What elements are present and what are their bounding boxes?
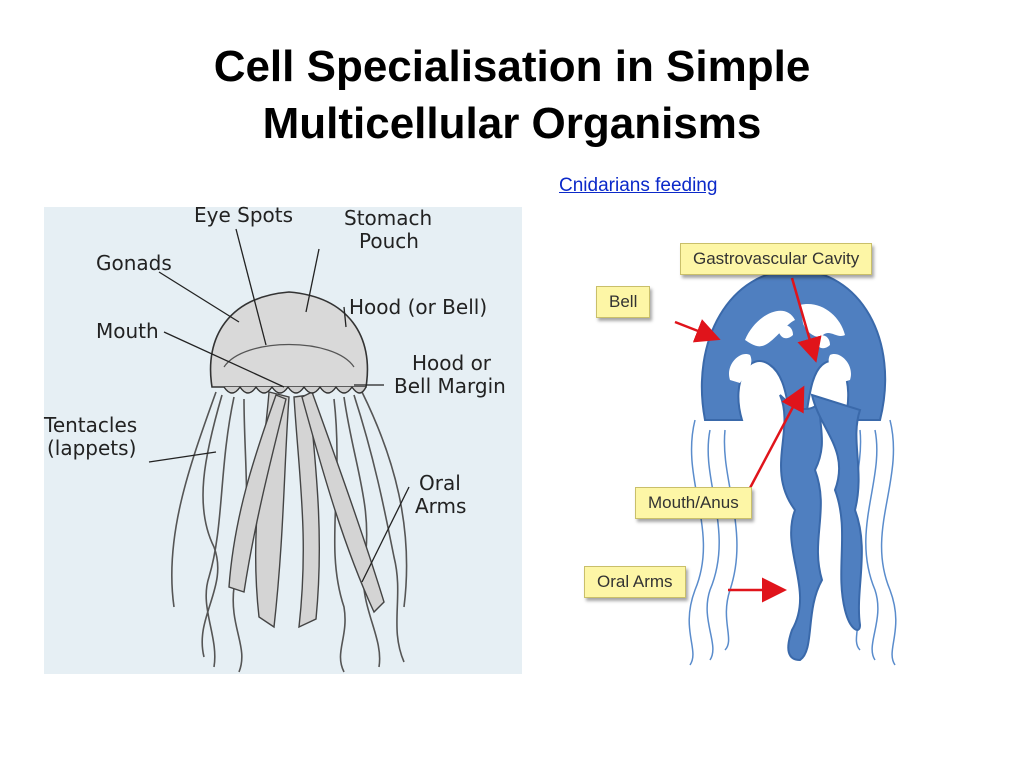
tentacles (688, 419, 897, 666)
gonads-label: Gonads (96, 251, 172, 275)
mouth-label: Mouth (96, 319, 159, 343)
jellyfish-sketch-diagram: Eye Spots Stomach Pouch Gonads Hood (or … (44, 203, 522, 674)
title-line-2: Multicellular Organisms (262, 99, 762, 148)
stomach-pouch-label-1: Stomach (344, 206, 433, 230)
arrow-gastrovascular (790, 277, 822, 363)
oral-arms-label-2: Arms (415, 494, 467, 518)
hood-margin-label-1: Hood or (412, 351, 492, 375)
eye-spots-label: Eye Spots (194, 203, 294, 227)
arrow-mouth-anus (748, 385, 805, 489)
oral-arm-right-shape (810, 393, 863, 631)
cnidarians-feeding-link[interactable]: Cnidarians feeding (559, 175, 718, 196)
page-title: Cell Specialisation in Simple Multicellu… (100, 38, 924, 152)
stomach-pouch-label-2: Pouch (359, 229, 419, 253)
title-line-1: Cell Specialisation in Simple (213, 42, 811, 91)
oral-arms-shape (779, 394, 824, 662)
jellyfish-color-diagram (674, 268, 897, 666)
callout-gastrovascular-cavity: Gastrovascular Cavity (680, 243, 873, 275)
tentacles-label-1: Tentacles (44, 413, 138, 437)
oral-arms-label-1: Oral (419, 471, 461, 495)
hood-bell-label: Hood (or Bell) (349, 295, 488, 319)
bell-cavity-pattern (729, 304, 851, 383)
tentacles-label-2: (lappets) (47, 436, 137, 460)
callout-oral-arms: Oral Arms (584, 566, 686, 598)
jellyfish-sketch-drawing (148, 228, 410, 673)
callout-mouth-anus: Mouth/Anus (635, 487, 752, 519)
hood-margin-label-2: Bell Margin (394, 374, 506, 398)
arrow-bell (674, 319, 721, 343)
callout-bell: Bell (596, 286, 651, 318)
